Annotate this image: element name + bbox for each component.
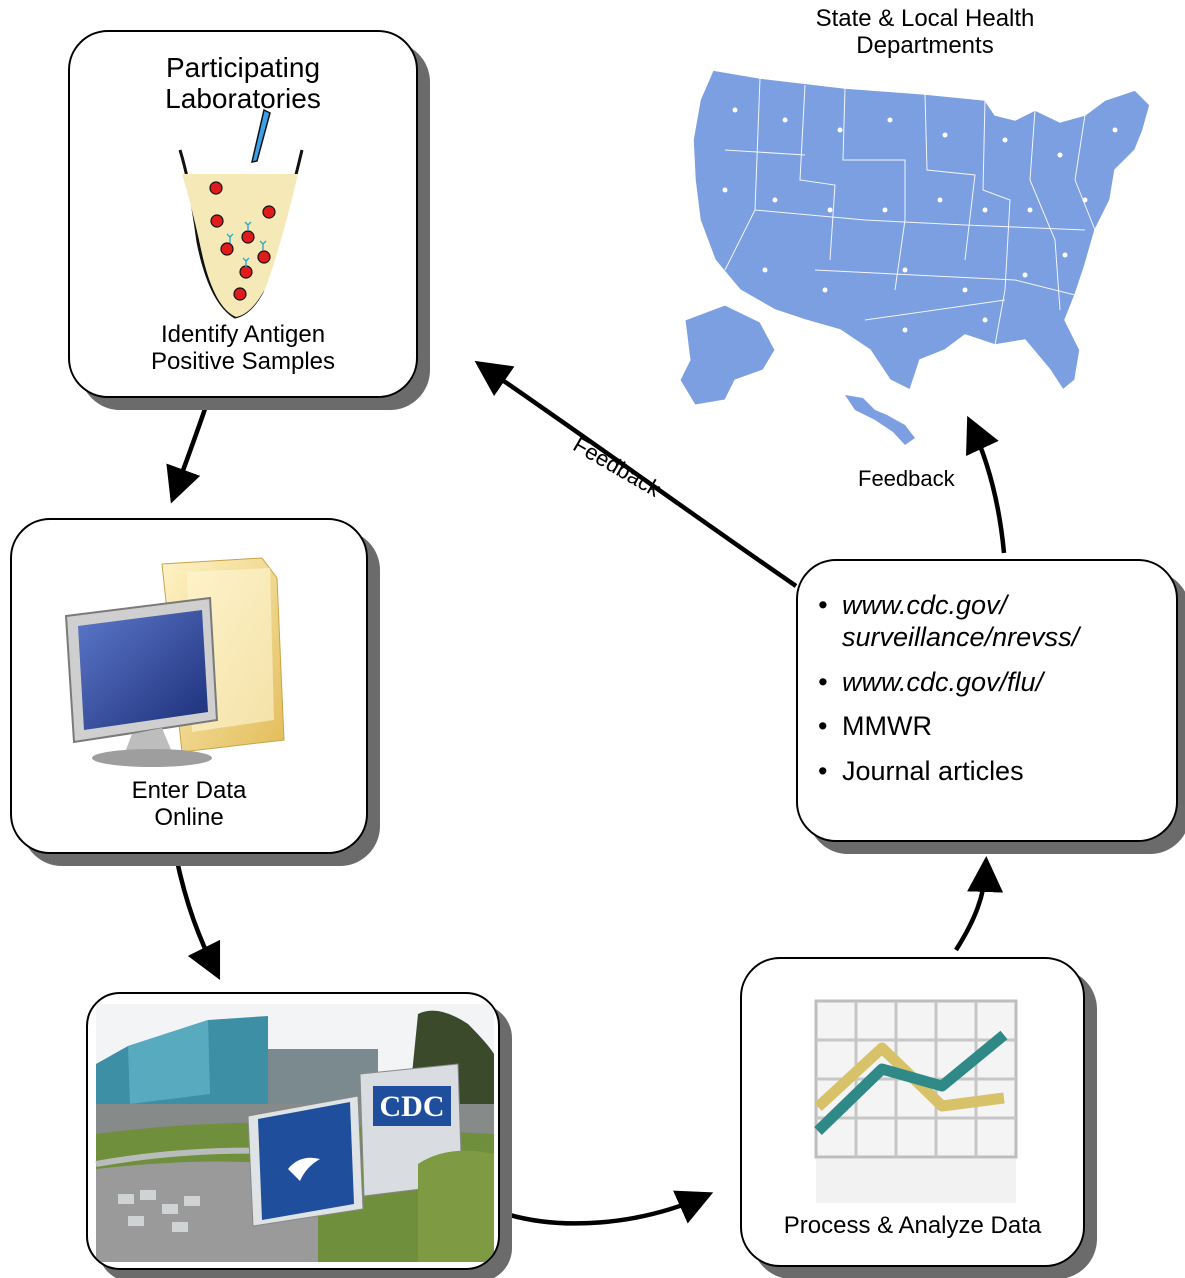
pub-item-nrevss-line2: surveillance/nrevss/ bbox=[842, 622, 1080, 653]
arrow-lab-to-enter bbox=[166, 399, 211, 504]
pub-item-nrevss-line1: www.cdc.gov/ bbox=[842, 590, 1008, 620]
pub-item-flu: www.cdc.gov/flu/ bbox=[818, 666, 1079, 699]
health-depts-title-line1: State & Local Health bbox=[815, 5, 1035, 32]
enter-caption: Enter Data Online bbox=[12, 777, 366, 832]
arrow-pub-to-map bbox=[966, 415, 1007, 554]
enter-caption-line1: Enter Data bbox=[131, 777, 247, 804]
feedback-label-right: Feedback bbox=[858, 466, 955, 491]
lab-caption-line1: Identify Antigen bbox=[160, 321, 326, 348]
lab-panel: Participating Laboratories Identify Anti… bbox=[68, 30, 418, 398]
arrow-pub-to-lab bbox=[474, 360, 798, 588]
pub-item-nrevss: www.cdc.gov/ surveillance/nrevss/ bbox=[818, 589, 1079, 654]
pub-item-mmwr: MMWR bbox=[818, 710, 1079, 743]
line-chart-icon bbox=[814, 999, 1018, 1203]
cdc-panel: CDC bbox=[86, 992, 500, 1270]
cdc-sign-text: CDC bbox=[380, 1090, 445, 1123]
enter-data-panel: Enter Data Online bbox=[10, 518, 368, 854]
process-caption: Process & Analyze Data bbox=[783, 1212, 1042, 1239]
pipette-icon bbox=[251, 108, 271, 163]
publications-panel: www.cdc.gov/ surveillance/nrevss/ www.cd… bbox=[796, 559, 1178, 842]
arrow-cdc-to-process bbox=[499, 1190, 714, 1226]
health-depts-title: State & Local Health Departments bbox=[780, 5, 1070, 60]
lab-title-line2: Laboratories bbox=[165, 83, 321, 115]
arrow-enter-to-cdc bbox=[173, 855, 221, 981]
lab-caption: Identify Antigen Positive Samples bbox=[70, 321, 416, 376]
arrow-process-to-pub bbox=[954, 856, 1004, 952]
enter-caption-line2: Online bbox=[154, 803, 224, 831]
lab-title: Participating Laboratories bbox=[70, 52, 416, 115]
lab-caption-line2: Positive Samples bbox=[150, 347, 336, 375]
usa-map-icon bbox=[679, 69, 1151, 445]
process-panel: Process & Analyze Data bbox=[740, 957, 1085, 1267]
test-tube-icon bbox=[178, 108, 304, 319]
publications-list: www.cdc.gov/ surveillance/nrevss/ www.cd… bbox=[818, 589, 1079, 799]
computer-folder-icon bbox=[64, 557, 285, 767]
cdc-headquarters-photo: CDC bbox=[95, 1004, 494, 1262]
health-depts-title-line2: Departments bbox=[856, 31, 994, 59]
lab-title-line1: Participating bbox=[165, 52, 321, 83]
pub-item-journal: Journal articles bbox=[818, 755, 1079, 788]
